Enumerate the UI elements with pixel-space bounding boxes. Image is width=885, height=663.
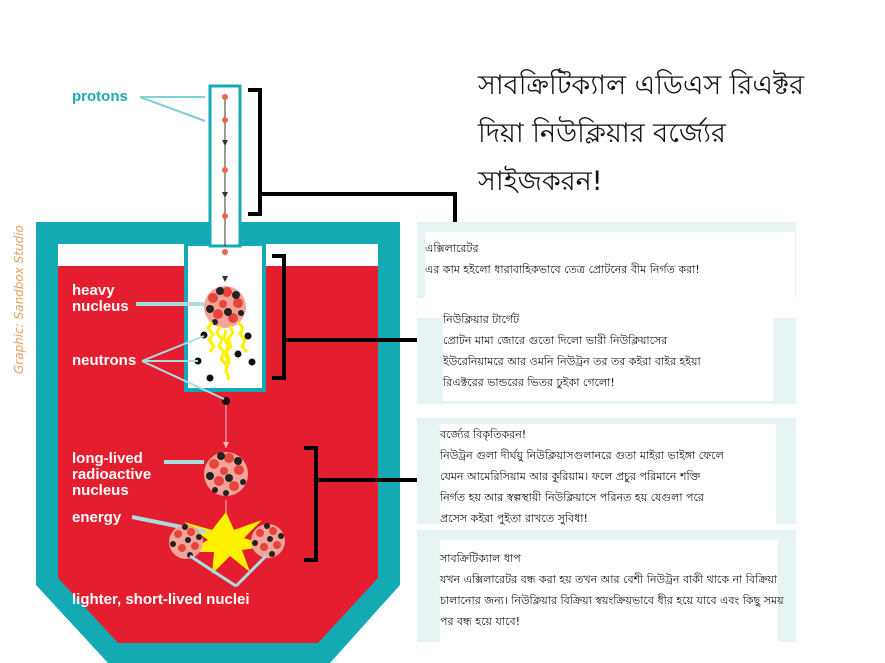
lighter-pointer	[189, 554, 268, 588]
connector-accelerator	[260, 192, 457, 224]
box-target-line: ইউরেনিয়ামরে আর ওমনি নিউট্রন তর তর কইরা …	[443, 355, 701, 368]
neutron-arrow-head	[223, 442, 229, 448]
box-subcritical-line: চালানোর জন্য। নিউক্লিয়ার বিক্রিয়া স্বয…	[440, 594, 784, 607]
box-subcritical-line: যখন এক্সিলারেটর বন্ধ করা হয় তখন আর বেশী…	[440, 573, 778, 586]
protons-pointer	[139, 96, 206, 122]
neutron-wiggles	[206, 321, 249, 381]
heavy-nucleus	[204, 286, 246, 328]
energy-burst	[184, 512, 270, 574]
neutrons-pointer	[141, 335, 225, 400]
title-line-3: সাইজকরন!	[478, 166, 603, 197]
box-subcritical: সাবক্রিটিক্যাল ধাপ যখন এক্সিলারেটর বন্ধ …	[440, 540, 784, 646]
box-accelerator: এক্সিলারেটর এর কাম হইলো ধারাবাহিকভাবে তে…	[425, 232, 795, 298]
label-lighter-nuclei: lighter, short-lived nuclei	[72, 591, 250, 608]
title-line-1: সাবক্রিটিক্যাল এডিএস রিএক্টর	[478, 70, 805, 101]
label-long-line2: radioactive	[72, 466, 152, 483]
label-long-line1: long-lived	[72, 450, 143, 467]
box-subcritical-title: সাবক্রিটিক্যাল ধাপ	[440, 552, 521, 565]
bracket-accelerator	[248, 88, 262, 216]
label-heavy-line2: nucleus	[72, 298, 129, 315]
box-subcritical-line: পর বন্ধ হয়ে যাবে!	[440, 615, 520, 628]
box-transmutation-line: নির্গত হয় আর স্বল্পস্থায়ী নিউক্লিয়াসে…	[440, 491, 704, 504]
long-lived-nucleus	[204, 452, 248, 496]
bracket-target	[272, 254, 286, 380]
box-transmutation-line: যেমন আমেরিসিয়াম আর কুরিয়াম। ফলে প্রচুর…	[440, 470, 701, 483]
fragment-left	[169, 524, 203, 559]
label-long-lived: long-lived radioactive nucleus	[72, 451, 151, 499]
box-accelerator-title: এক্সিলারেটর	[425, 242, 479, 255]
box-transmutation: বর্জ্যের বিকৃতিকরন! নিউট্রন গুলা দীর্ঘয়…	[440, 424, 776, 527]
label-protons: protons	[72, 88, 128, 105]
neutron-particles	[194, 331, 256, 405]
box-target: নিউক্লিয়ার টার্গেট প্রোটন মামা জোরে গুত…	[443, 309, 773, 401]
title-line-2: দিয়া নিউক্লিয়ার বর্জ্যের	[478, 118, 726, 149]
page-title: সাবক্রিটিক্যাল এডিএস রিএক্টর দিয়া নিউক্…	[478, 62, 808, 206]
box-target-line: প্রোটন মামা জোরে গুতো দিলো ভারী নিউক্লিয…	[443, 334, 668, 347]
reactor-core	[58, 244, 378, 643]
label-heavy-nucleus: heavy nucleus	[72, 283, 129, 315]
label-heavy-line1: heavy	[72, 282, 115, 299]
box-target-title: নিউক্লিয়ার টার্গেট	[443, 313, 520, 326]
box-accelerator-line: এর কাম হইলো ধারাবাহিকভাবে তেত্র প্রোটনের…	[425, 263, 700, 276]
beam-arrows	[222, 140, 228, 282]
label-neutrons: neutrons	[72, 352, 137, 369]
proton-particles	[222, 94, 228, 255]
box-transmutation-title: বর্জ্যের বিকৃতিকরন!	[440, 428, 527, 441]
box-target-line: রিএক্টরের ভান্ডরের ভিতর ঢুইকা গেলো!	[443, 376, 615, 389]
label-long-line3: nucleus	[72, 482, 129, 499]
fragment-right	[251, 523, 285, 558]
box-transmutation-line: প্রসেস কইরা পুইতা রাখতে সুবিধা!	[440, 512, 588, 525]
box-transmutation-line: নিউট্রন গুলা দীর্ঘয়ু নিউক্লিয়াসগুলানরে…	[440, 449, 724, 462]
bracket-transmutation	[304, 446, 318, 562]
label-energy: energy	[72, 509, 122, 526]
graphic-credit: Graphic: Sandbox Studio	[12, 225, 26, 374]
